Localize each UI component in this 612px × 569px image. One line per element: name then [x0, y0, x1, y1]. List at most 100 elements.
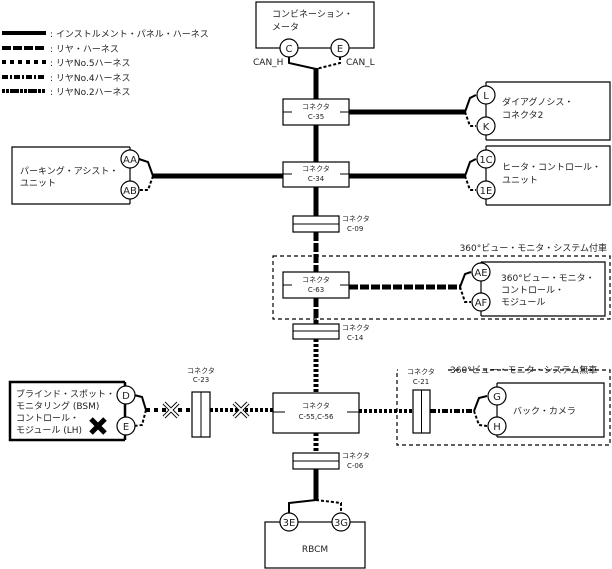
- pin-k-label: K: [483, 122, 490, 133]
- around-view-label-1: 360°ビュー・モニタ・: [501, 273, 595, 284]
- wire-heater-1e: [464, 175, 476, 191]
- pin-3g-label: 3G: [334, 518, 348, 529]
- parking-assist-box: [11, 146, 130, 205]
- wire-rbcm-3e: [288, 499, 317, 513]
- connector-c55-c56[interactable]: コネクタ C-55,C-56: [272, 392, 360, 434]
- rbcm-box: [264, 521, 366, 569]
- diag-connector-box: [486, 81, 611, 141]
- can-h-label: CAN_H: [253, 58, 283, 68]
- legend-label-rear5: : リヤNo.5ハーネス: [50, 58, 131, 69]
- pin-1c-label: 1C: [479, 155, 492, 166]
- wire-parking-ab: [139, 175, 154, 191]
- legend-label-instrument: : インストルメント・パネル・ハーネス: [50, 29, 209, 40]
- pin-ae-label: AE: [474, 268, 487, 279]
- connector-c35-title: コネクタ: [302, 102, 330, 111]
- connector-c06-title: コネクタ: [342, 451, 370, 460]
- pin-3g: [331, 512, 351, 532]
- pin-e-bsm: [116, 416, 136, 436]
- heater-control-unit[interactable]: 1C 1E ヒータ・コントロール・ ユニット: [464, 145, 611, 206]
- legend-label-rear: : リヤ・ハーネス: [50, 44, 119, 55]
- diag-connector-label-1: ダイアグノシス・: [502, 96, 573, 108]
- rbcm-unit[interactable]: 3E 3G RBCM: [264, 499, 366, 569]
- bsm-module-unit[interactable]: D E ブラインド・スポット・ モニタリング (BSM) コントロール・ モジュ…: [8, 380, 147, 442]
- open-circuit-mark-1: [162, 401, 180, 419]
- connector-c35-id: C-35: [308, 113, 324, 121]
- pin-ab: [120, 180, 140, 200]
- connector-c09-id: C-09: [347, 225, 363, 233]
- wire-parking-aa: [138, 158, 154, 177]
- legend-label-rear4: : リヤNo.4ハーネス: [50, 73, 131, 84]
- connector-c34-id: C-34: [308, 175, 325, 183]
- legend-label-rear2: : リヤNo.2ハーネス: [50, 87, 131, 98]
- bsm-label-3: コントロール・: [16, 414, 79, 424]
- connector-c06[interactable]: コネクタ C-06: [292, 451, 370, 470]
- connector-c21-id: C-21: [413, 378, 429, 386]
- pin-ae: [471, 262, 491, 282]
- pin-d: [116, 385, 136, 405]
- pin-3e-label: 3E: [283, 518, 296, 529]
- connector-c55-c56-id: C-55,C-56: [299, 413, 334, 421]
- wire-around-view-af: [459, 286, 471, 303]
- group-with-around-view: 360°ビュー・モニタ・システム付車: [272, 242, 611, 320]
- wire-heater-1c: [464, 158, 477, 177]
- connector-c63[interactable]: コネクタ C-63: [282, 271, 350, 299]
- combination-meter-unit[interactable]: コンビネーション・ メータ C E CAN_H CAN_L: [253, 1, 375, 70]
- pin-k: [476, 116, 496, 136]
- pin-1e-label: 1E: [480, 186, 493, 197]
- group-with-around-view-label: 360°ビュー・モニタ・システム付車: [460, 242, 607, 254]
- pin-g: [487, 386, 507, 406]
- open-circuit-mark-2: [232, 401, 250, 419]
- combination-meter-box: [255, 1, 375, 49]
- pin-1e: [476, 180, 496, 200]
- connector-c23[interactable]: コネクタ C-23: [187, 366, 215, 438]
- wire-diag-l: [464, 94, 477, 113]
- around-view-label-3: モジュール: [501, 298, 545, 308]
- wire-camera-h: [473, 410, 488, 427]
- combination-meter-label-1: コンビネーション・: [272, 9, 353, 20]
- connector-c55-c56-title: コネクタ: [302, 401, 330, 410]
- parking-assist-unit[interactable]: AA AB パーキング・アシスト・ ユニット: [11, 146, 154, 205]
- connector-c14-title: コネクタ: [342, 323, 370, 332]
- connector-c09-title: コネクタ: [342, 214, 370, 223]
- connector-c09[interactable]: コネクタ C-09: [292, 214, 370, 233]
- pin-e-bsm-label: E: [123, 422, 129, 433]
- connector-c06-id: C-06: [347, 462, 364, 470]
- connector-c21-title: コネクタ: [407, 367, 435, 376]
- wire-can-l: [315, 57, 341, 70]
- wire-around-view-ae: [459, 271, 472, 288]
- connector-c34[interactable]: コネクタ C-34: [282, 161, 350, 188]
- connector-c35-box: [282, 98, 350, 126]
- connector-c14[interactable]: コネクタ C-14: [292, 323, 370, 342]
- pin-1c: [476, 149, 496, 169]
- pin-l-label: L: [483, 91, 489, 102]
- pin-h-label: H: [493, 422, 501, 433]
- connector-c63-title: コネクタ: [302, 275, 330, 284]
- group-without-around-view: 360°ビュー・モニタ・システム無車: [396, 364, 611, 446]
- heater-control-label-2: ユニット: [502, 176, 538, 186]
- bsm-label-2: モニタリング (BSM): [16, 400, 99, 412]
- fault-x-icon: [89, 417, 107, 435]
- pin-d-label: D: [122, 391, 130, 402]
- parking-assist-label-1: パーキング・アシスト・: [20, 165, 118, 177]
- wire-diag-k: [464, 111, 476, 127]
- combination-meter-label-2: メータ: [272, 22, 299, 33]
- connector-c23-title: コネクタ: [187, 366, 215, 375]
- group-without-around-view-label: 360°ビュー・モニタ・システム無車: [450, 364, 597, 376]
- pin-af-label: AF: [475, 298, 488, 309]
- parking-assist-label-2: ユニット: [20, 179, 56, 189]
- pin-c-label: C: [286, 44, 293, 55]
- legend: : インストルメント・パネル・ハーネス : リヤ・ハーネス : リヤNo.5ハー…: [2, 29, 209, 98]
- back-camera-unit[interactable]: G H バック・カメラ: [473, 382, 605, 438]
- pin-e-label: E: [337, 44, 343, 55]
- around-view-module-unit[interactable]: AE AF 360°ビュー・モニタ・ コントロール・ モジュール: [459, 261, 606, 317]
- connector-c35[interactable]: コネクタ C-35: [282, 98, 350, 126]
- diag-connector-unit[interactable]: L K ダイアグノシス・ コネクタ2: [464, 81, 611, 141]
- diag-connector-label-2: コネクタ2: [502, 110, 543, 121]
- heater-control-label-1: ヒータ・コントロール・: [502, 162, 601, 173]
- connector-c21[interactable]: コネクタ C-21: [407, 367, 435, 434]
- wire-camera-g: [473, 395, 488, 412]
- connector-c63-id: C-63: [308, 286, 324, 294]
- group-without-around-view-border: [396, 369, 611, 446]
- pin-ab-label: AB: [123, 186, 137, 197]
